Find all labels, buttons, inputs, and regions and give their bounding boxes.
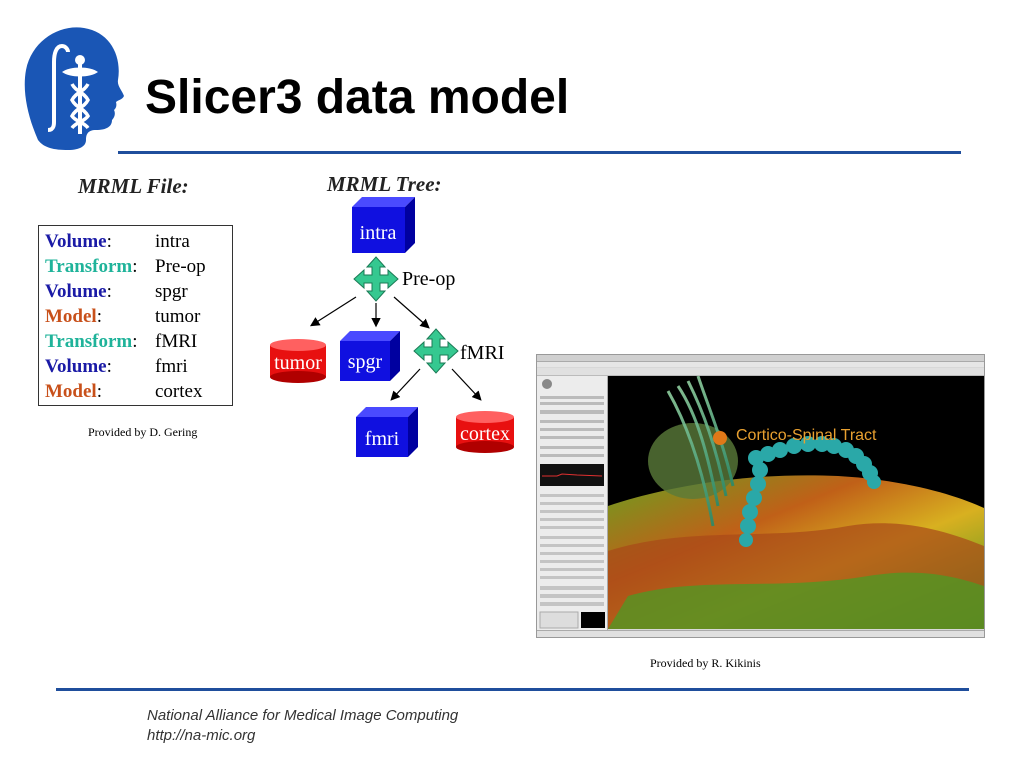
cylinder-node-cortex: cortex xyxy=(456,411,514,453)
mrml-key: Transform xyxy=(45,331,133,352)
mrml-value: fMRI xyxy=(155,331,198,352)
mrml-value: fmri xyxy=(155,356,188,377)
cylinder-node-tumor: tumor xyxy=(270,339,326,383)
node-label-cortex: cortex xyxy=(460,423,510,445)
mrml-key: Transform xyxy=(45,256,133,277)
mrml-value: cortex xyxy=(155,381,203,402)
mrml-file-heading: MRML File: xyxy=(78,174,189,198)
mrml-row: Transform: Pre-op xyxy=(45,256,206,277)
mrml-tree-heading: MRML Tree: xyxy=(327,172,442,196)
transform-arrows-icon xyxy=(353,256,399,302)
screenshot-credit: Provided by R. Kikinis xyxy=(650,656,761,670)
footer-rule xyxy=(56,688,969,691)
cube-node-fmri: fmri xyxy=(356,407,418,457)
mrml-key: Volume xyxy=(45,231,107,252)
mrml-value: spgr xyxy=(155,281,188,302)
footer-url: http://na-mic.org xyxy=(147,727,256,744)
mrml-row: Volume: spgr xyxy=(45,281,188,302)
cube-node-intra: intra xyxy=(352,197,415,253)
screenshot-menubar xyxy=(537,362,984,367)
mrml-tree-diagram: intra Pre-op tumor spgr fMRI fmri xyxy=(270,197,514,457)
screenshot-toolbar xyxy=(537,368,984,376)
header-rule xyxy=(118,151,961,154)
node-label-spgr: spgr xyxy=(348,351,383,373)
mrml-row: Transform: fMRI xyxy=(45,331,198,352)
mrml-key: Volume xyxy=(45,281,107,302)
cube-node-spgr: spgr xyxy=(340,331,400,381)
head-caduceus-logo-icon xyxy=(24,27,124,150)
slicer-screenshot: Cortico-Spinal Tract xyxy=(536,354,985,638)
transform-arrows-icon xyxy=(413,328,459,374)
screenshot-3d-view: Cortico-Spinal Tract xyxy=(608,375,984,629)
mrml-key: Volume xyxy=(45,356,107,377)
mrml-row: Volume: intra xyxy=(45,231,190,252)
mrml-file-credit: Provided by D. Gering xyxy=(88,425,198,439)
mrml-row: Model: cortex xyxy=(45,381,203,402)
mrml-value: intra xyxy=(155,231,190,252)
screenshot-titlebar xyxy=(537,355,984,362)
mrml-value: Pre-op xyxy=(155,256,206,277)
slide-title: Slicer3 data model xyxy=(145,71,570,124)
node-label-fmri-transform: fMRI xyxy=(460,342,504,364)
screenshot-statusbar xyxy=(537,630,984,637)
screenshot-left-panel xyxy=(537,376,608,633)
annotation-label: Cortico-Spinal Tract xyxy=(736,427,877,444)
mrml-row: Model: tumor xyxy=(45,306,201,327)
mrml-value: tumor xyxy=(155,306,201,327)
node-label-tumor: tumor xyxy=(274,352,322,374)
footer-org: National Alliance for Medical Image Comp… xyxy=(147,707,459,724)
mrml-key: Model xyxy=(45,381,97,402)
mrml-key: Model xyxy=(45,306,97,327)
namic-logo xyxy=(18,22,126,152)
mrml-row: Volume: fmri xyxy=(45,356,188,377)
mrml-file-listing: Volume: intra Transform: Pre-op Volume: … xyxy=(38,225,233,406)
node-label-fmri: fmri xyxy=(365,428,400,450)
node-label-intra: intra xyxy=(360,222,397,244)
node-label-preop: Pre-op xyxy=(402,268,455,290)
